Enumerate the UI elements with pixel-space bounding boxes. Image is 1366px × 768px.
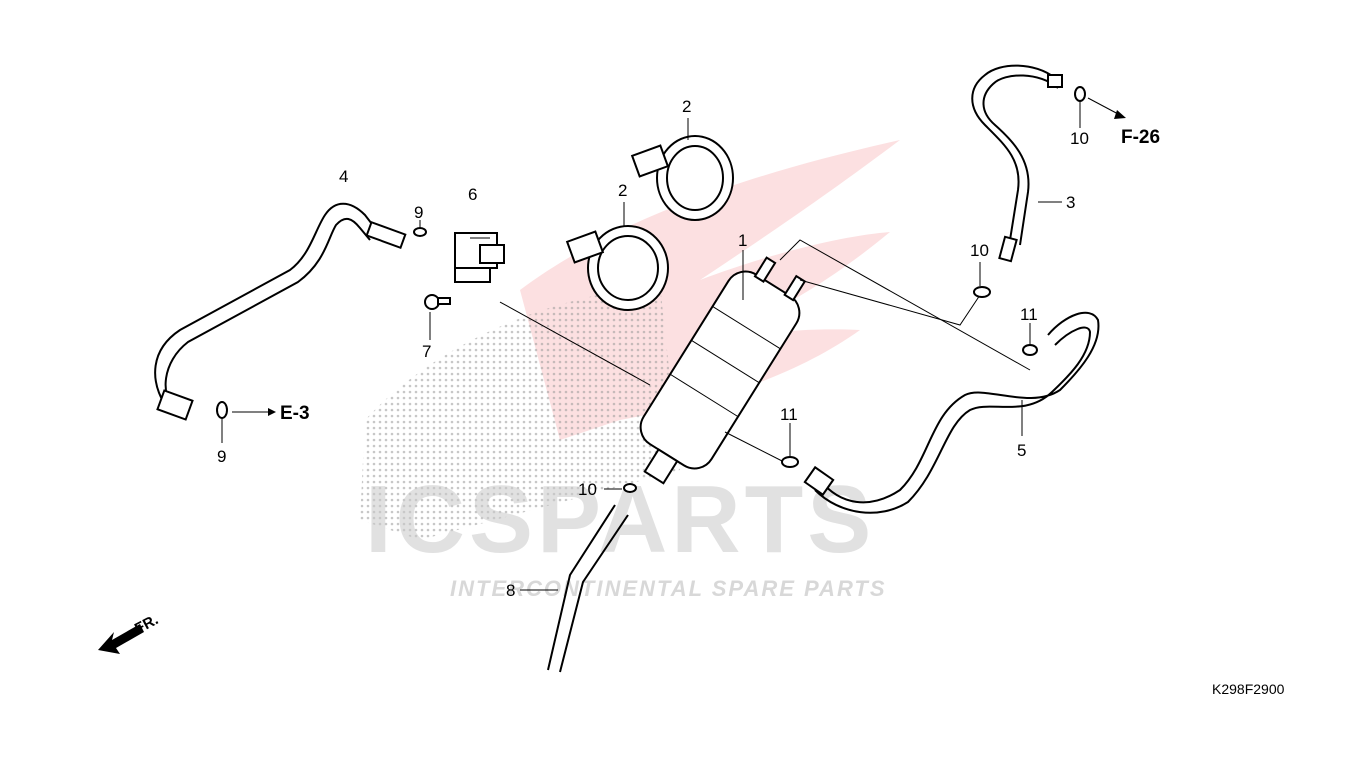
front-arrow-icon	[98, 624, 144, 654]
clamp-part-9a	[413, 227, 427, 237]
clamp-part-9b	[216, 401, 228, 419]
connection-line-solenoid-canister	[499, 301, 651, 386]
f26-arrow-head	[1114, 110, 1126, 119]
reference-f26: F-26	[1121, 127, 1160, 148]
solenoid-valve-part-6	[454, 232, 505, 283]
hose-part-3	[971, 64, 1059, 246]
hose-end-cap-4	[365, 220, 407, 250]
callout-10-mid: 10	[970, 241, 989, 260]
callout-3: 3	[1066, 193, 1075, 212]
callout-4: 4	[339, 167, 348, 186]
hose-part-5	[814, 311, 1100, 514]
watermark-brand: ICSPARTS	[365, 466, 875, 573]
callout-10-top: 10	[1070, 129, 1089, 148]
callout-1: 1	[738, 231, 747, 250]
callout-7: 7	[422, 342, 431, 361]
reference-e3: E-3	[280, 403, 310, 424]
clamp-part-11a	[1022, 344, 1038, 356]
bolt-part-7	[424, 294, 451, 310]
callout-6: 6	[468, 185, 477, 204]
clamp-part-10a	[1074, 86, 1086, 102]
callout-9-lower: 9	[217, 447, 226, 466]
callout-10-low: 10	[578, 480, 597, 499]
band-part-2-upper	[630, 135, 734, 221]
watermark-tagline: INTERCONTINENTAL SPARE PARTS	[450, 576, 887, 601]
e3-arrow-head	[268, 408, 276, 416]
front-direction-arrow: FR.	[98, 611, 161, 654]
callout-11-right: 11	[1020, 305, 1038, 324]
f26-arrow-line	[1087, 97, 1121, 116]
callout-2-upper: 2	[682, 97, 691, 116]
callout-11-center: 11	[780, 405, 798, 424]
band-part-2-lower	[565, 225, 669, 311]
hose-end-cap-3	[1047, 74, 1063, 88]
diagram-code: K298F2900	[1212, 681, 1285, 697]
hose-end-cap-4b	[156, 389, 194, 421]
callout-2-lower: 2	[618, 181, 627, 200]
hose-end-cap-3b	[998, 235, 1018, 263]
callout-8: 8	[506, 581, 515, 600]
canister-part-1	[639, 256, 807, 485]
clamp-part-10c	[623, 483, 637, 493]
clamp-part-10b	[973, 286, 991, 298]
callout-5: 5	[1017, 441, 1026, 460]
hose-end-cap-5	[803, 465, 835, 497]
clamp-part-11b	[781, 456, 799, 468]
connection-line-canister-10	[799, 279, 981, 326]
callout-9-upper: 9	[414, 203, 423, 222]
connection-line-canister-11	[724, 431, 791, 466]
connection-line-canister-f26	[779, 239, 1031, 371]
hose-part-8	[547, 504, 629, 673]
watermark-dot-field	[360, 285, 680, 540]
watermark: ICSPARTS INTERCONTINENTAL SPARE PARTS	[360, 140, 900, 601]
hose-part-4	[154, 202, 376, 411]
